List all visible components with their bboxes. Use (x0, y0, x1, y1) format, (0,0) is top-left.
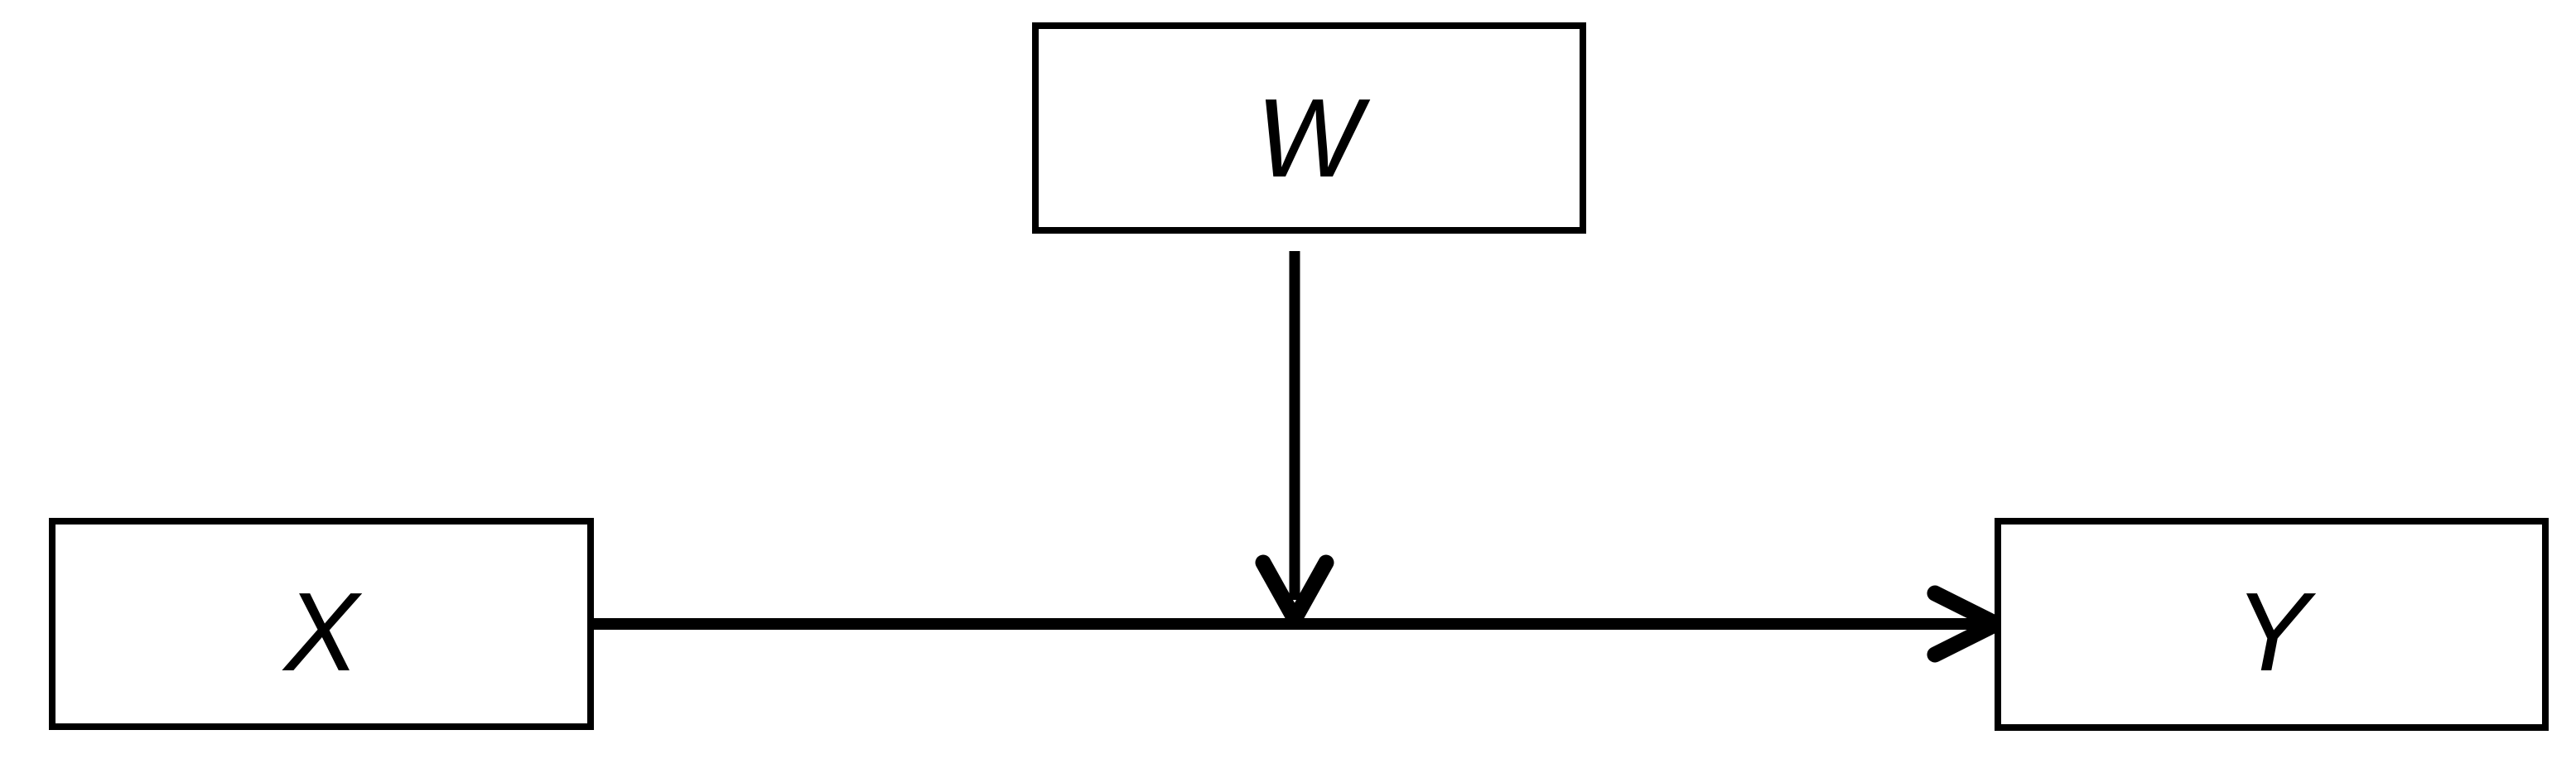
arrow-w-to-path-arrowhead-icon (1255, 554, 1334, 627)
node-y-label: Y (2235, 569, 2317, 694)
node-y-box (1995, 518, 2549, 731)
node-x-label: X (282, 569, 363, 694)
node-w-label: W (1256, 75, 1371, 201)
node-w-box (1032, 22, 1586, 234)
node-x-box (49, 518, 594, 730)
